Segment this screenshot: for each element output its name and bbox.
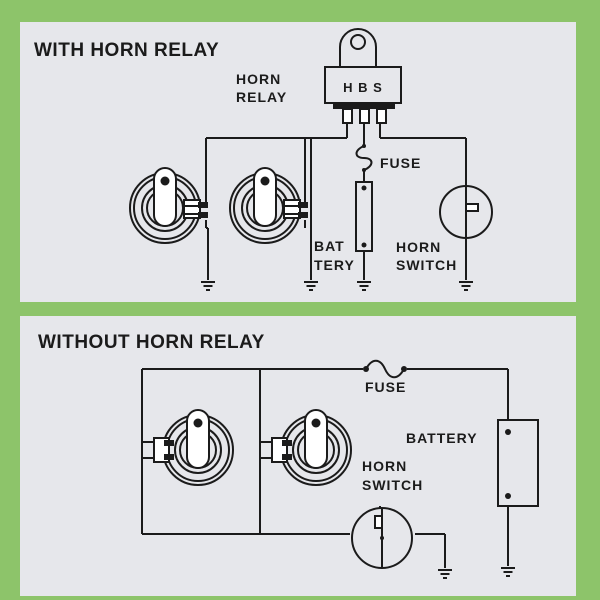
ground-symbols: [437, 567, 516, 579]
battery-label: BATTERY: [406, 430, 478, 446]
panel-title: WITHOUT HORN RELAY: [38, 332, 265, 353]
horn-switch: [439, 185, 493, 239]
horn-switch-label-line2: SWITCH: [362, 477, 423, 493]
wires: [141, 368, 509, 568]
horn-relay-label-line2: RELAY: [236, 89, 287, 105]
horn-right: [271, 409, 352, 486]
panel-title: WITH HORN RELAY: [34, 40, 220, 61]
battery: [497, 419, 539, 507]
horn-right: [229, 167, 308, 244]
horn-switch-label-line1: HORN: [396, 239, 441, 255]
horn-left: [129, 167, 208, 244]
without-horn-relay-panel: WITHOUT HORN RELAY: [20, 316, 576, 596]
horn-switch-label-line2: SWITCH: [396, 257, 457, 273]
with-horn-relay-panel: WITH HORN RELAY H B S HORN RELAY: [20, 22, 576, 302]
fuse-label: FUSE: [365, 379, 406, 395]
horn-left: [153, 409, 234, 486]
wiring-diagram-without-relay: FUSE BATTERY: [141, 359, 539, 579]
ground-symbols: [200, 281, 474, 291]
fuse: [355, 144, 373, 172]
fuse-label: FUSE: [380, 155, 421, 171]
horn-switch-label-line1: HORN: [362, 458, 407, 474]
relay-terminals-label: H B S: [343, 80, 383, 95]
horn-relay: H B S: [324, 28, 402, 124]
wires: [205, 123, 467, 280]
relay-terminal-pins: [342, 108, 387, 124]
battery-label-line2: TERY: [314, 257, 355, 273]
horn-relay-label-line1: HORN: [236, 71, 281, 87]
wiring-diagram-with-relay: H B S HORN RELAY: [129, 28, 493, 291]
fuse: [363, 359, 407, 379]
battery: [355, 181, 373, 252]
battery-label-line1: BAT: [314, 238, 345, 254]
horn-switch: [351, 507, 413, 569]
